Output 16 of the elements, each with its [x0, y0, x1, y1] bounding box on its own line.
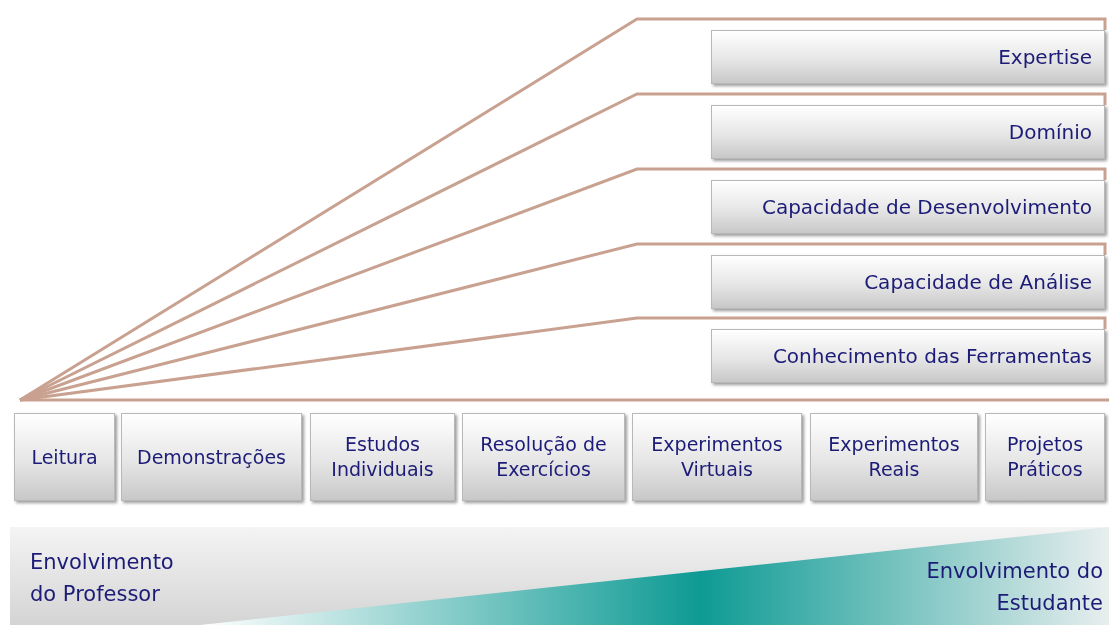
- activity-box: Leitura: [14, 413, 115, 501]
- activity-box: Projetos Práticos: [985, 413, 1105, 501]
- fan-line: [19, 316, 1107, 402]
- level-box: Capacidade de Análise: [711, 255, 1105, 309]
- activity-box: Resolução de Exercícios: [462, 413, 625, 501]
- activity-box: Demonstrações: [121, 413, 302, 501]
- activity-box: Experimentos Virtuais: [632, 413, 802, 501]
- activity-box: Experimentos Reais: [810, 413, 978, 501]
- level-box: Capacidade de Desenvolvimento: [711, 180, 1105, 234]
- band-label: Envolvimento do Professor: [30, 549, 175, 608]
- band-label: Envolvimento do Estudante: [925, 558, 1103, 617]
- level-box: Domínio: [711, 105, 1105, 159]
- level-box: Conhecimento das Ferramentas: [711, 329, 1105, 383]
- activity-box: Estudos Individuais: [310, 413, 455, 501]
- involvement-band: [10, 527, 1109, 625]
- level-box: Expertise: [711, 30, 1105, 84]
